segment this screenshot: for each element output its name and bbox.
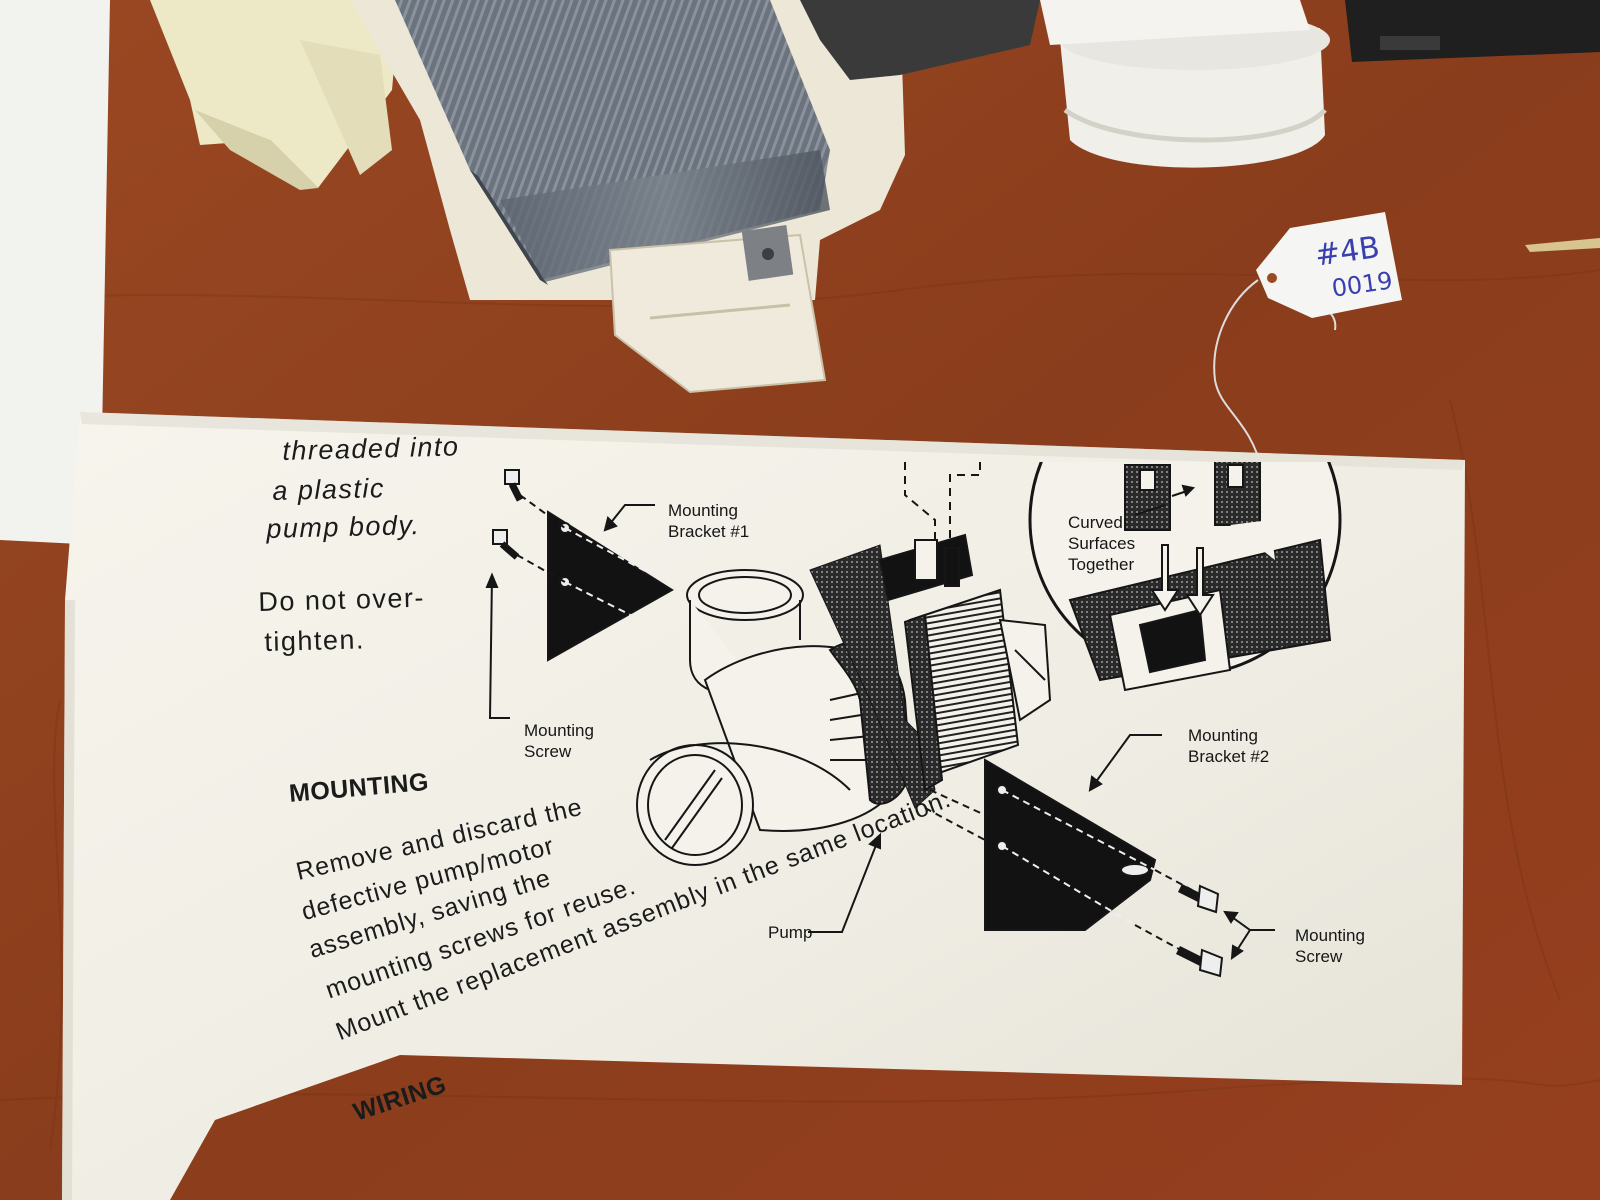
instruction-line-2: a plastic: [272, 473, 386, 506]
price-tag: [1213, 212, 1402, 471]
instruction-line-1: threaded into: [282, 431, 460, 466]
screw-upper-left-icon: [504, 469, 524, 502]
screw-lower-right-icon: [1175, 945, 1224, 978]
sawdust-streak: [1525, 238, 1600, 252]
price-tag-handwriting: #4B 0019: [1313, 225, 1433, 320]
label-mounting-screw-left: Mounting Screw: [524, 721, 594, 761]
label-mounting-bracket-1: Mounting Bracket #1: [668, 501, 750, 541]
technical-diagram: [485, 462, 1342, 978]
pump-motor-photo: [150, 0, 1330, 394]
label-pump: Pump: [768, 923, 813, 942]
label-mounting-screw-right: Mounting Screw: [1295, 926, 1365, 966]
dark-object: [1345, 0, 1600, 62]
screw-upper-right-icon: [1177, 883, 1220, 914]
instruction-line-5: tighten.: [264, 624, 366, 657]
screw-lower-left-icon: [492, 529, 520, 560]
white-paper-left: [0, 0, 110, 545]
instruction-line-3: pump body.: [266, 509, 421, 544]
instruction-line-4: Do not over-: [258, 582, 426, 617]
label-curved-surfaces: Curved Surfaces Together: [1068, 513, 1136, 574]
label-mounting-bracket-2: Mounting Bracket #2: [1188, 726, 1270, 766]
